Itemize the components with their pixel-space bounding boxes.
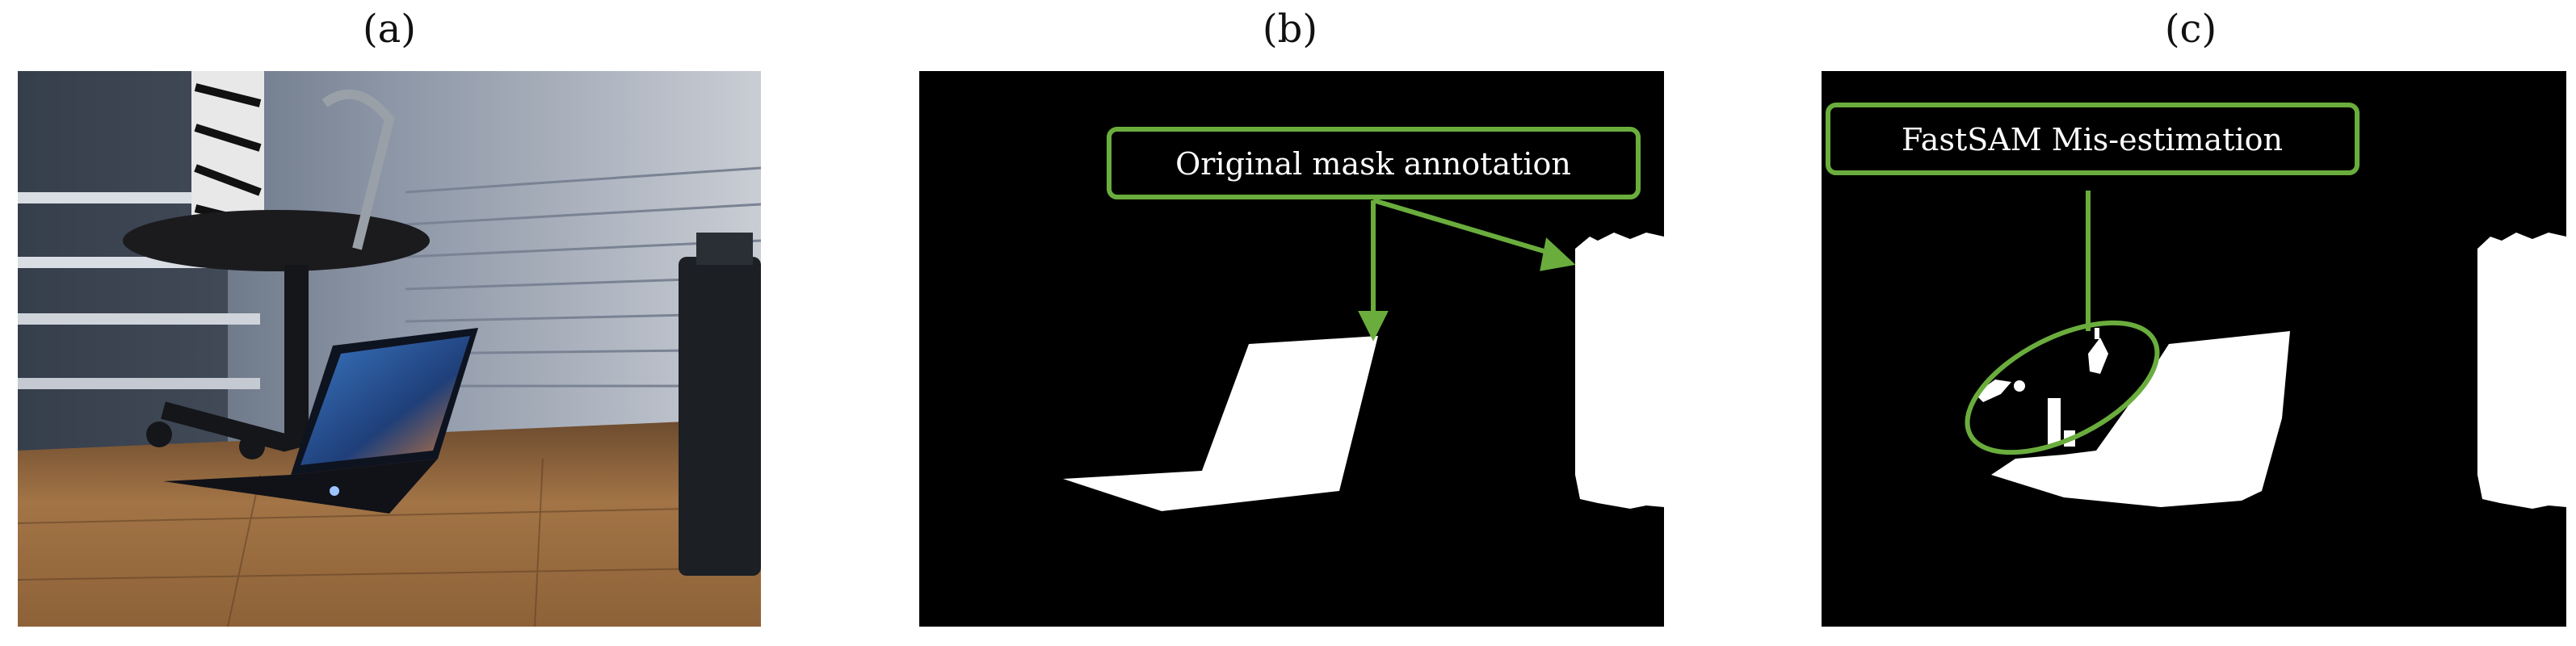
fastsam-mask-panel: FastSAM Mis-estimation xyxy=(1822,71,2566,627)
laptop-mask xyxy=(1991,331,2290,507)
mask-canvas: Original mask annotation xyxy=(919,71,1664,627)
callout-text-c: FastSAM Mis-estimation xyxy=(1902,122,2283,157)
laptop-mask xyxy=(1063,336,1378,511)
bin-mask xyxy=(2477,233,2566,509)
fastsam-canvas: FastSAM Mis-estimation xyxy=(1822,71,2566,627)
mis-estimation-ellipse xyxy=(1965,320,2160,455)
bin-mask xyxy=(1575,233,1664,509)
callout-text-b: Original mask annotation xyxy=(1175,146,1571,182)
panel-label-a: (a) xyxy=(362,6,417,52)
original-mask-panel: Original mask annotation xyxy=(919,71,1664,627)
panel-label-c: (c) xyxy=(2164,6,2217,52)
photo-panel xyxy=(18,71,761,627)
callout-box-b xyxy=(1107,127,1641,199)
callout-box-c xyxy=(1826,103,2360,175)
arrow-to-bin xyxy=(1372,198,1558,258)
room-photo xyxy=(18,71,761,627)
panel-label-b: (b) xyxy=(1262,6,1318,52)
